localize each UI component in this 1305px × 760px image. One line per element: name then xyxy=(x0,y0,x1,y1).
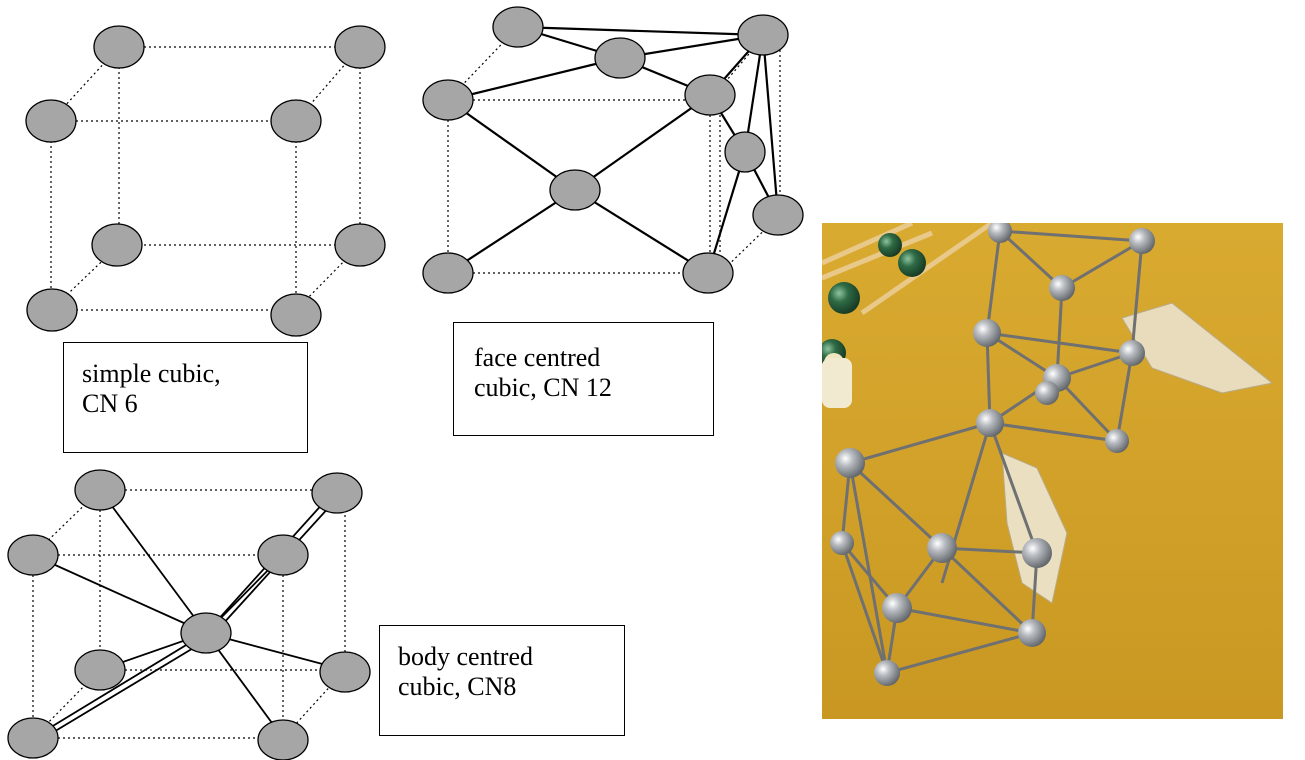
atom xyxy=(93,25,145,69)
atom xyxy=(549,169,601,211)
atom xyxy=(311,472,363,514)
atom xyxy=(25,99,77,143)
atom xyxy=(334,25,386,69)
atom xyxy=(334,223,386,267)
atom xyxy=(737,14,789,56)
atom xyxy=(682,252,734,294)
atom xyxy=(422,252,474,294)
body-centred-cubic-label: body centred cubic, CN8 xyxy=(379,625,625,736)
face-centred-cubic-label: face centred cubic, CN 12 xyxy=(453,322,714,436)
atom xyxy=(270,293,322,337)
atom xyxy=(270,99,322,143)
atom xyxy=(724,131,766,173)
atom xyxy=(26,288,78,332)
atom xyxy=(180,612,232,654)
simple-cubic-label: simple cubic, CN 6 xyxy=(63,342,308,453)
label-line: cubic, CN 12 xyxy=(474,373,612,402)
atom xyxy=(319,651,371,693)
atom xyxy=(594,37,646,79)
atom xyxy=(91,223,143,267)
label-line: body centred xyxy=(398,642,534,671)
atom xyxy=(74,649,126,691)
atom xyxy=(422,79,474,121)
atom xyxy=(752,194,804,236)
atom xyxy=(74,469,126,511)
label-line: CN 6 xyxy=(82,389,138,418)
atom xyxy=(684,74,736,116)
crystal-model-photo xyxy=(822,223,1283,719)
atom xyxy=(492,6,544,48)
atom xyxy=(257,719,309,760)
label-line: cubic, CN8 xyxy=(398,672,517,701)
label-line: simple cubic, xyxy=(82,359,221,388)
atom xyxy=(257,534,309,576)
label-line: face centred xyxy=(474,343,601,372)
atom xyxy=(7,534,59,576)
atom xyxy=(7,717,59,759)
